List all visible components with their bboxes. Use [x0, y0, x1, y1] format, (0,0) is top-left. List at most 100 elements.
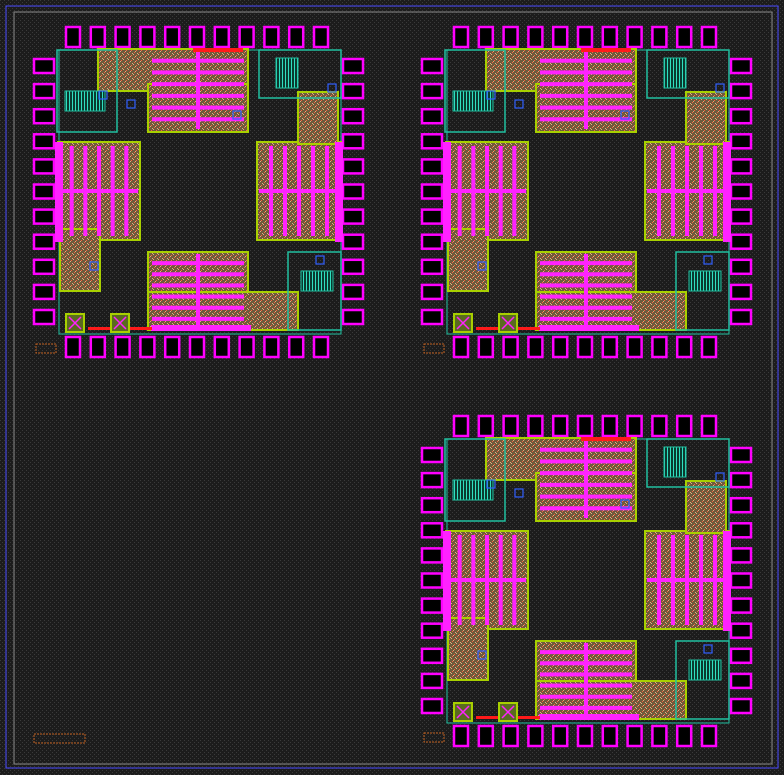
bond-pad-left[interactable]	[420, 308, 444, 326]
bond-pad-bottom[interactable]	[551, 724, 569, 748]
bond-pad-bottom[interactable]	[576, 724, 594, 748]
bond-pad-bottom[interactable]	[700, 724, 718, 748]
bond-pad-left[interactable]	[420, 622, 444, 639]
bond-pad-bottom[interactable]	[651, 335, 668, 359]
bond-pad-right[interactable]	[341, 183, 365, 200]
bond-pad-top[interactable]	[675, 25, 693, 49]
bond-pad-right[interactable]	[729, 547, 753, 564]
bond-pad-bottom[interactable]	[527, 335, 544, 359]
bond-pad-left[interactable]	[32, 258, 56, 276]
bond-pad-right[interactable]	[341, 82, 365, 100]
bond-pad-top[interactable]	[601, 25, 619, 49]
bond-pad-bottom[interactable]	[452, 724, 470, 748]
bond-pad-bottom[interactable]	[527, 724, 544, 748]
bond-pad-bottom[interactable]	[651, 724, 668, 748]
bond-pad-top[interactable]	[502, 414, 519, 438]
bond-pad-left[interactable]	[32, 133, 56, 150]
bond-pad-right[interactable]	[341, 283, 365, 301]
left-device-lower[interactable]	[59, 228, 101, 292]
bond-pad-right[interactable]	[729, 446, 753, 464]
right-device-stub[interactable]	[685, 91, 727, 145]
bond-pad-left[interactable]	[420, 82, 444, 100]
bond-pad-left[interactable]	[32, 283, 56, 301]
bond-pad-top[interactable]	[312, 25, 330, 49]
bond-pad-right[interactable]	[341, 107, 365, 125]
bond-pad-top[interactable]	[188, 25, 206, 49]
bond-pad-right[interactable]	[729, 233, 753, 250]
bond-pad-left[interactable]	[420, 572, 444, 589]
bond-pad-left[interactable]	[420, 258, 444, 276]
bond-pad-right[interactable]	[729, 471, 753, 489]
bond-pad-right[interactable]	[729, 133, 753, 150]
bond-pad-right[interactable]	[729, 208, 753, 225]
bond-pad-right[interactable]	[729, 622, 753, 639]
bond-pad-bottom[interactable]	[502, 335, 519, 359]
bond-pad-right[interactable]	[341, 133, 365, 150]
bond-pad-top[interactable]	[576, 414, 594, 438]
right-device-stub[interactable]	[297, 91, 339, 145]
bond-pad-top[interactable]	[626, 414, 643, 438]
bond-pad-top[interactable]	[287, 25, 305, 49]
bond-pad-right[interactable]	[729, 572, 753, 589]
bond-pad-right[interactable]	[729, 672, 753, 690]
bond-pad-left[interactable]	[420, 471, 444, 489]
bond-pad-top[interactable]	[263, 25, 280, 49]
bond-pad-bottom[interactable]	[89, 335, 107, 359]
bond-pad-top[interactable]	[64, 25, 82, 49]
bond-pad-left[interactable]	[420, 672, 444, 690]
bond-pad-left[interactable]	[420, 183, 444, 200]
bond-pad-top[interactable]	[213, 25, 231, 49]
bond-pad-left[interactable]	[420, 697, 444, 715]
bond-pad-bottom[interactable]	[576, 335, 594, 359]
bond-pad-right[interactable]	[729, 308, 753, 326]
bond-pad-left[interactable]	[420, 597, 444, 614]
bond-pad-top[interactable]	[651, 414, 668, 438]
bond-pad-right[interactable]	[341, 233, 365, 250]
bond-pad-top[interactable]	[551, 25, 569, 49]
bond-pad-bottom[interactable]	[263, 335, 280, 359]
left-device-lower[interactable]	[447, 617, 489, 681]
bond-pad-top[interactable]	[527, 414, 544, 438]
bond-pad-right[interactable]	[729, 283, 753, 301]
bond-pad-bottom[interactable]	[163, 335, 181, 359]
cell-bottom-right[interactable]	[420, 414, 753, 748]
bond-pad-top[interactable]	[477, 414, 495, 438]
bond-pad-top[interactable]	[452, 25, 470, 49]
bond-pad-left[interactable]	[32, 183, 56, 200]
bond-pad-right[interactable]	[341, 308, 365, 326]
bond-pad-top[interactable]	[700, 414, 718, 438]
bond-pad-bottom[interactable]	[287, 335, 305, 359]
bond-pad-bottom[interactable]	[601, 724, 619, 748]
bond-pad-left[interactable]	[420, 446, 444, 464]
bond-pad-left[interactable]	[420, 647, 444, 665]
bond-pad-left[interactable]	[32, 57, 56, 75]
bond-pad-left[interactable]	[32, 158, 56, 175]
bond-pad-right[interactable]	[729, 82, 753, 100]
bond-pad-bottom[interactable]	[139, 335, 156, 359]
bond-pad-left[interactable]	[32, 308, 56, 326]
cell-top-right[interactable]	[420, 25, 753, 359]
bond-pad-left[interactable]	[420, 547, 444, 564]
bond-pad-left[interactable]	[420, 158, 444, 175]
bond-pad-top[interactable]	[452, 414, 470, 438]
bond-pad-top[interactable]	[601, 414, 619, 438]
bond-pad-top[interactable]	[551, 414, 569, 438]
bond-pad-right[interactable]	[729, 647, 753, 665]
bond-pad-top[interactable]	[527, 25, 544, 49]
bond-pad-bottom[interactable]	[626, 724, 643, 748]
bond-pad-right[interactable]	[729, 57, 753, 75]
bond-pad-left[interactable]	[420, 233, 444, 250]
bond-pad-bottom[interactable]	[312, 335, 330, 359]
bond-pad-left[interactable]	[32, 107, 56, 125]
bond-pad-left[interactable]	[32, 233, 56, 250]
bond-pad-top[interactable]	[163, 25, 181, 49]
bond-pad-right[interactable]	[729, 258, 753, 276]
bond-pad-right[interactable]	[729, 697, 753, 715]
bond-pad-bottom[interactable]	[477, 724, 495, 748]
bond-pad-bottom[interactable]	[188, 335, 206, 359]
bond-pad-bottom[interactable]	[502, 724, 519, 748]
bond-pad-right[interactable]	[341, 208, 365, 225]
bond-pad-bottom[interactable]	[601, 335, 619, 359]
bond-pad-right[interactable]	[341, 158, 365, 175]
